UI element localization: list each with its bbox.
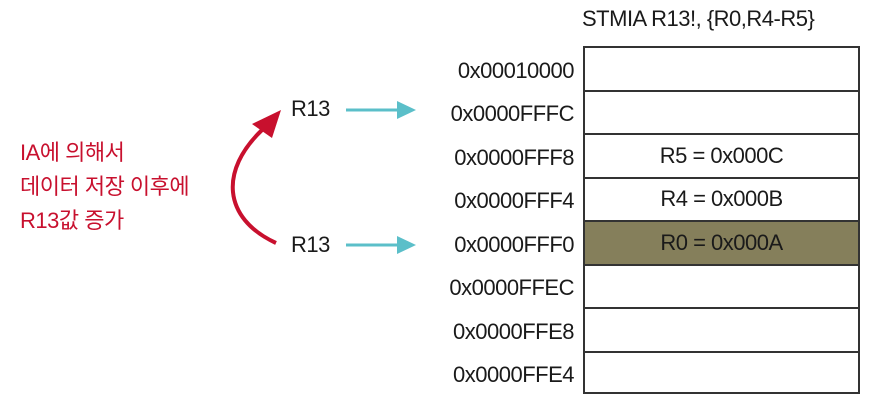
memory-cell-r0: R0 = 0x000A — [585, 222, 858, 266]
note-line: IA에 의해서 — [20, 140, 125, 165]
address-label: 0x0000FFEC — [449, 275, 574, 300]
note-line: R13값 증가 — [20, 208, 124, 233]
memory-cell — [585, 266, 858, 309]
memory-cell — [585, 309, 858, 353]
pointer-arrow-before — [346, 236, 416, 254]
memory-stack: R5 = 0x000C R4 = 0x000B R0 = 0x000A — [583, 46, 860, 394]
memory-cell-r5: R5 = 0x000C — [585, 135, 858, 179]
instruction-title: STMIA R13!, {R0,R4-R5} — [582, 6, 815, 31]
address-label: 0x0000FFE8 — [453, 319, 574, 344]
address-label: 0x0000FFE4 — [453, 362, 574, 387]
increment-note: IA에 의해서 데이터 저장 이후에 R13값 증가 — [20, 136, 190, 238]
address-label: 0x0000FFF8 — [454, 145, 574, 170]
memory-cell-r4: R4 = 0x000B — [585, 179, 858, 222]
register-label-after: R13 — [291, 96, 330, 121]
address-label: 0x0000FFF4 — [454, 188, 574, 213]
note-line: 데이터 저장 이후에 — [20, 174, 190, 199]
register-label-before: R13 — [291, 232, 330, 257]
address-label: 0x0000FFF0 — [454, 232, 574, 257]
address-label: 0x0000FFFC — [450, 101, 575, 126]
pointer-arrow-after — [346, 101, 416, 119]
memory-cell — [585, 92, 858, 135]
increment-arrow — [230, 110, 281, 245]
address-label: 0x00010000 — [457, 58, 575, 83]
memory-cell — [585, 48, 858, 92]
